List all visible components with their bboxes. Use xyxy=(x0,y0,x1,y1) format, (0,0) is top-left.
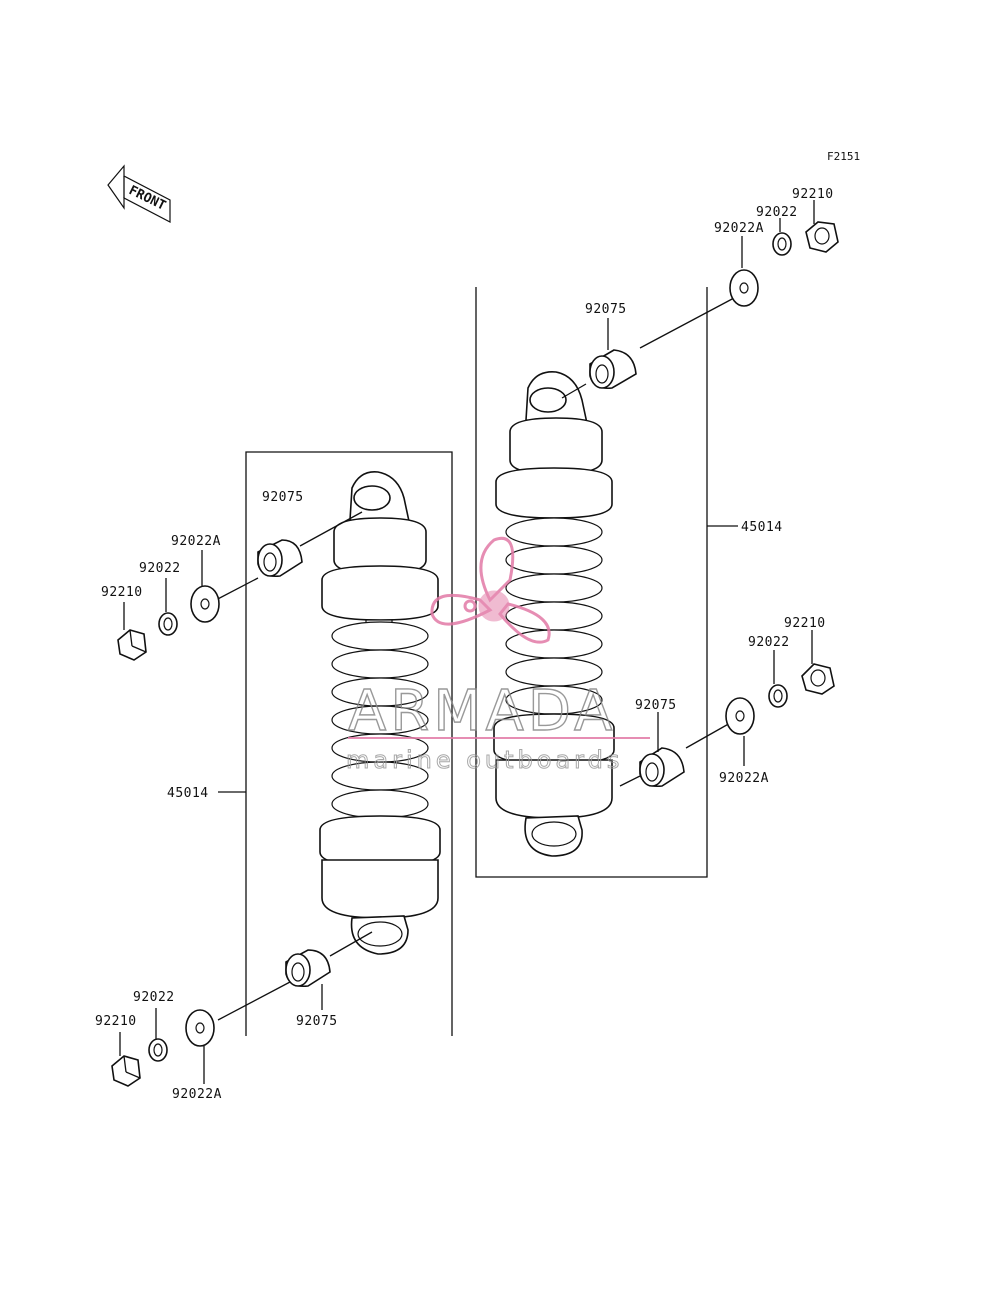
left-bottom-bushing-icon xyxy=(285,949,331,988)
left-top-nut-label: 92210 xyxy=(101,585,143,600)
left-top-washer-icon xyxy=(190,585,220,623)
left-shock-absorber-icon xyxy=(319,471,441,955)
left-bottom-washer-icon xyxy=(185,1009,215,1047)
left-bottom-nut-icon xyxy=(111,1055,141,1087)
right-assembly: 92075 92022A 92022 92210 45014 92210 920… xyxy=(475,187,839,878)
right-top-washer-label: 92022A xyxy=(714,221,764,236)
right-bottom-washer-label: 92022A xyxy=(719,771,769,786)
right-bottom-nut-label: 92210 xyxy=(784,616,826,631)
right-shock-absorber-icon xyxy=(493,371,615,857)
front-arrow-icon: FRONT xyxy=(107,164,171,223)
right-top-bushing-label: 92075 xyxy=(585,302,627,317)
left-bottom-nut-label: 92210 xyxy=(95,1014,137,1029)
right-top-nut-label: 92210 xyxy=(792,187,834,202)
left-top-circlip-label: 92022 xyxy=(139,561,181,576)
right-bottom-bushing-icon xyxy=(639,747,685,788)
left-shock-absorber-label: 45014 xyxy=(167,786,209,801)
watermark-tagline: marine outboards xyxy=(346,746,623,774)
left-top-washer-label: 92022A xyxy=(171,534,221,549)
left-assembly: 92075 92022A 92022 92210 45014 92075 920… xyxy=(95,451,453,1102)
right-top-washer-icon xyxy=(729,269,759,307)
right-top-bushing-icon xyxy=(589,349,637,390)
left-bottom-circlip-icon xyxy=(148,1038,168,1062)
watermark-brand: ARMADA xyxy=(348,679,616,744)
left-bottom-bushing-label: 92075 xyxy=(296,1014,338,1029)
right-top-nut-icon xyxy=(805,221,839,253)
left-top-nut-icon xyxy=(117,629,147,661)
watermark: ARMADA marine outboards xyxy=(346,537,650,775)
right-bottom-nut-icon xyxy=(801,663,835,695)
propeller-logo-icon xyxy=(430,537,551,644)
right-top-circlip-icon xyxy=(772,232,792,256)
right-top-circlip-label: 92022 xyxy=(756,205,798,220)
left-top-circlip-icon xyxy=(158,612,178,636)
left-bottom-circlip-label: 92022 xyxy=(133,990,175,1005)
right-bottom-washer-icon xyxy=(725,697,755,735)
right-bottom-circlip-icon xyxy=(768,684,788,708)
left-top-bushing-label: 92075 xyxy=(262,490,304,505)
right-bottom-circlip-label: 92022 xyxy=(748,635,790,650)
left-top-bushing-icon xyxy=(257,539,303,578)
left-spring-icon xyxy=(331,621,429,819)
right-spring-icon xyxy=(505,517,603,715)
right-shock-absorber-label: 45014 xyxy=(741,520,783,535)
right-bottom-bushing-label: 92075 xyxy=(635,698,677,713)
figure-code: F2151 xyxy=(827,150,860,163)
left-bottom-washer-label: 92022A xyxy=(172,1087,222,1102)
